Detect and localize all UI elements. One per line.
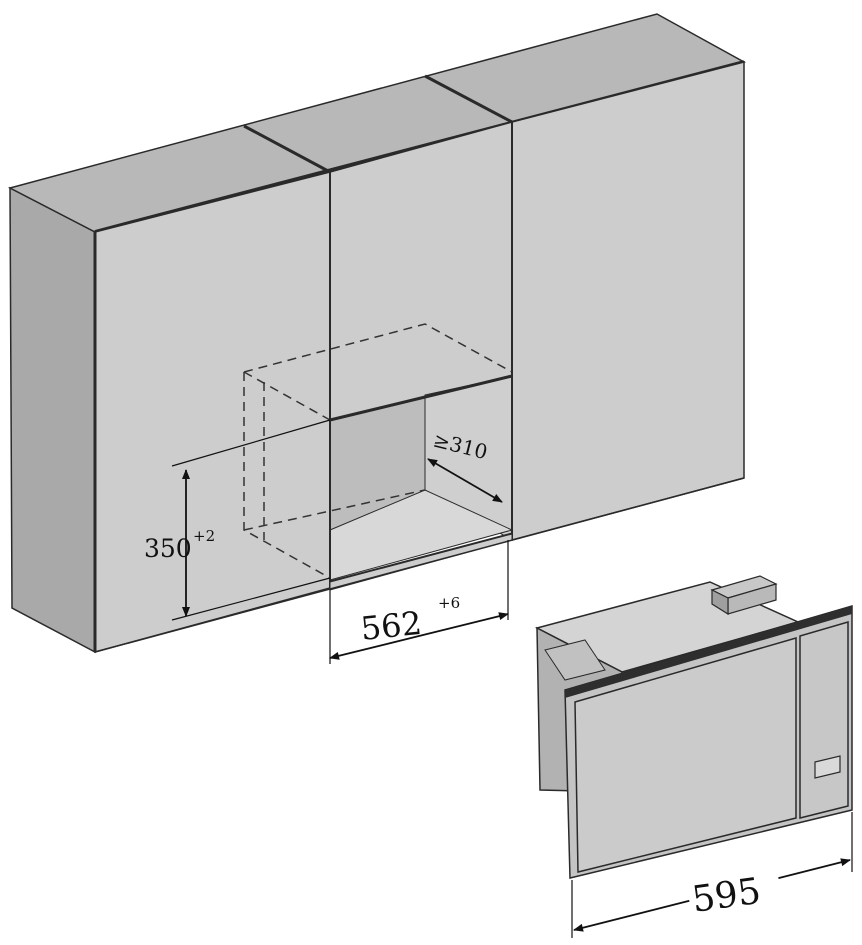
hidden-lines [243, 323, 513, 579]
cabinet-left-side [9, 186, 96, 654]
dimension-appliance-width: 595 [571, 812, 853, 938]
microwave-display [814, 755, 841, 779]
dimension-width-value: 562 [359, 604, 424, 648]
dimension-width-arrow [329, 612, 509, 660]
microwave-frame-top-band [565, 606, 852, 698]
cabinet-front-middle-upper [329, 121, 513, 421]
dimension-height: 350 +2 [144, 419, 331, 621]
dimension-height-tolerance: +2 [193, 527, 215, 545]
cabinet-front-right [511, 61, 745, 541]
cabinet-bottom-edge [94, 477, 745, 653]
microwave-door [574, 637, 797, 873]
dimension-height-value: 350 [144, 534, 192, 563]
dimension-depth-arrow [427, 458, 503, 503]
dimension-appliance-value: 595 [690, 871, 764, 921]
cabinet-front-left [94, 171, 331, 653]
microwave-bracket [544, 639, 606, 681]
cabinet-top-seam-2 [424, 74, 513, 124]
dimension-width-tolerance: +6 [438, 594, 460, 612]
cabinet-wall [7, 13, 747, 654]
niche-top-edge [329, 374, 513, 422]
cabinet-top-seam-1 [243, 124, 331, 174]
microwave-appliance [534, 575, 853, 879]
dimension-width: 562 +6 [329, 540, 509, 664]
microwave-control-panel [799, 621, 849, 819]
niche-back [330, 395, 425, 530]
